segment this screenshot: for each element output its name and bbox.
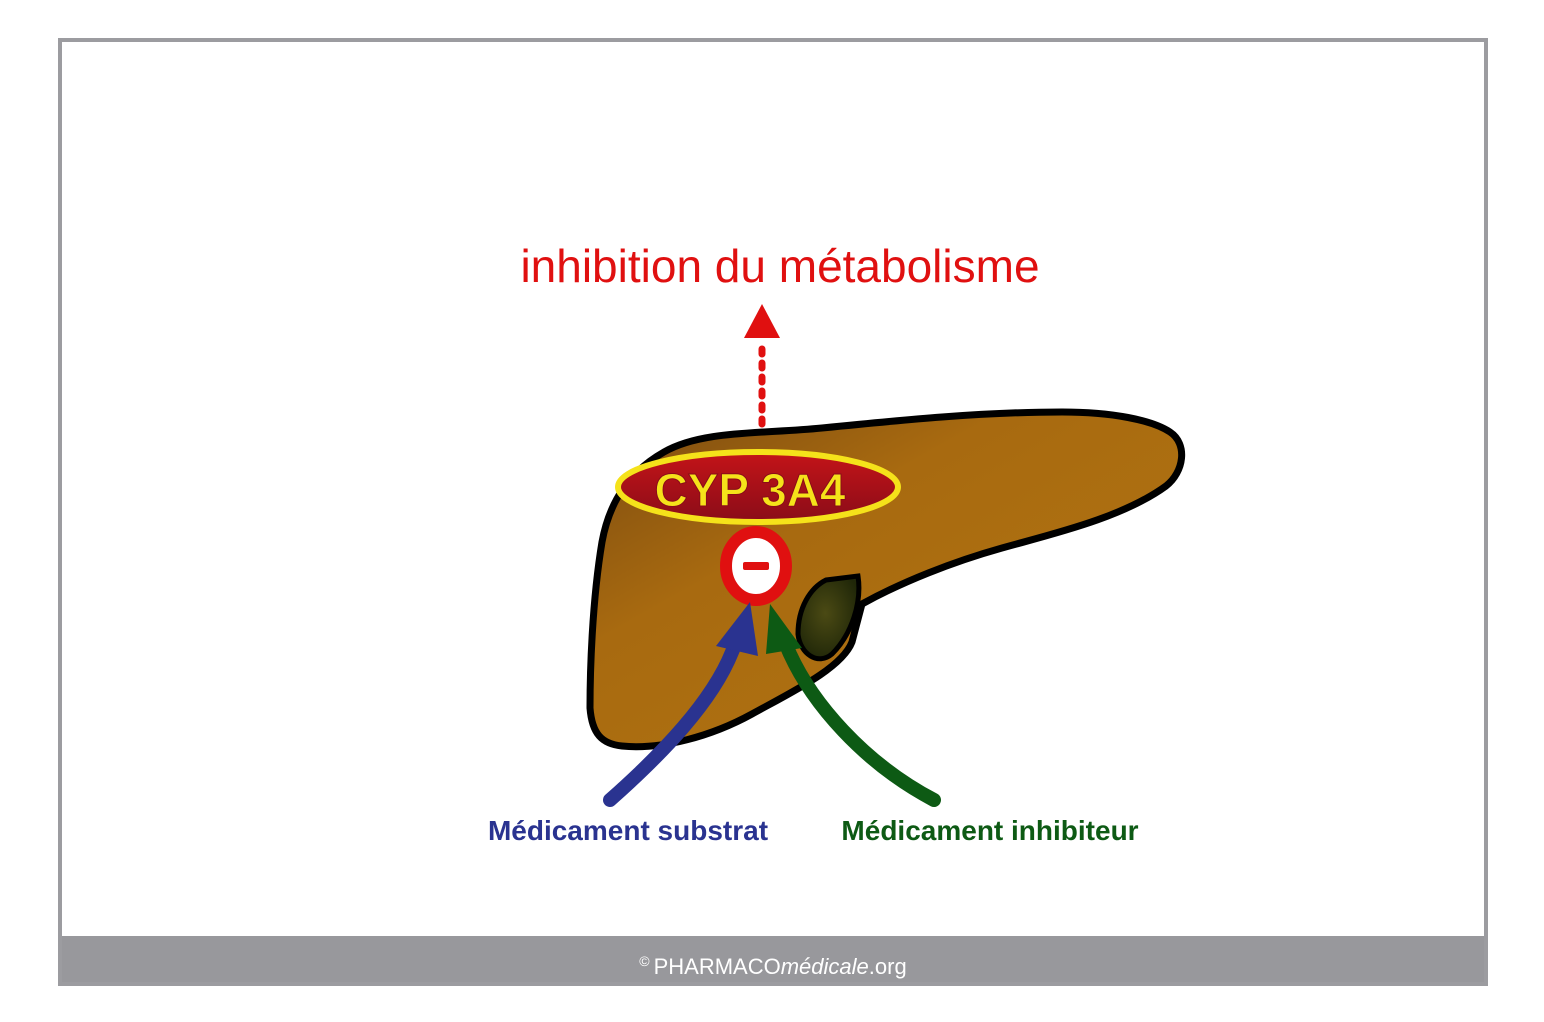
- diagram-title: inhibition du métabolisme: [520, 240, 1039, 292]
- brand-italic: médicale: [780, 954, 869, 979]
- cyp3a4-inhibition-diagram: inhibition du métabolisme CYP 3A4: [488, 240, 1186, 846]
- brand-suffix: .org: [868, 954, 907, 979]
- metabolism-arrow: [744, 304, 780, 442]
- inhibitor-label: Médicament inhibiteur: [841, 815, 1138, 846]
- cyp3a4-enzyme: CYP 3A4: [615, 449, 901, 525]
- substrate-label: Médicament substrat: [488, 815, 768, 846]
- brand-main: PHARMACO: [653, 954, 781, 979]
- inhibitor-arrow: [766, 604, 941, 807]
- substrate-arrow: [603, 602, 758, 807]
- copyright-footer: ©PHARMACOmédicale.org: [62, 936, 1484, 982]
- slide-frame: inhibition du métabolisme CYP 3A4: [58, 38, 1488, 986]
- copyright-symbol: ©: [639, 953, 650, 969]
- enzyme-label: CYP 3A4: [655, 464, 846, 516]
- inhibition-sign: [720, 526, 792, 606]
- gallbladder-shape: [795, 573, 862, 662]
